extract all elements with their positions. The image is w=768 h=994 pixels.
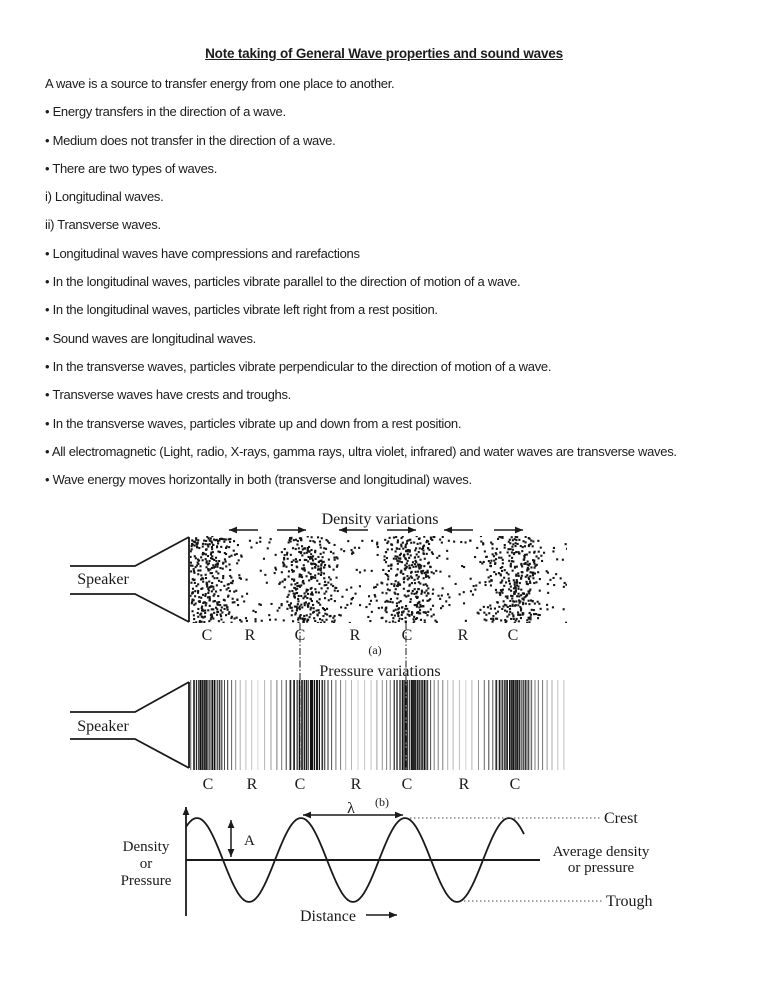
y-axis-line2: or bbox=[140, 856, 153, 872]
density-dots-field bbox=[190, 536, 567, 623]
crest-trough-guides bbox=[410, 817, 602, 902]
y-axis-label: Density or Pressure bbox=[121, 839, 172, 889]
sound-wave-figure: Density variations Speaker C R C R C R C… bbox=[70, 511, 653, 925]
compression-label: C bbox=[510, 776, 521, 793]
notes-body: A wave is a source to transfer energy fr… bbox=[0, 62, 768, 488]
compression-label: C bbox=[295, 776, 306, 793]
note-line: • Longitudinal waves have compressions a… bbox=[45, 245, 360, 261]
sine-wave-curve bbox=[185, 817, 525, 903]
speaker-label: Speaker bbox=[77, 571, 129, 588]
compression-label: C bbox=[402, 776, 413, 793]
note-line: • Energy transfers in the direction of a… bbox=[45, 104, 286, 120]
compression-label: C bbox=[202, 627, 213, 644]
pressure-stripes-field bbox=[190, 680, 565, 770]
graph-arrows bbox=[182, 807, 403, 919]
note-line: • Sound waves are longitudinal waves. bbox=[45, 330, 256, 346]
amplitude-label: A bbox=[244, 833, 255, 849]
note-line: • In the longitudinal waves, particles v… bbox=[45, 302, 438, 318]
average-label-line1: Average density bbox=[553, 844, 650, 860]
note-line: i) Longitudinal waves. bbox=[45, 189, 164, 205]
y-axis-line3: Pressure bbox=[121, 873, 172, 889]
particle-motion-arrows-icon bbox=[229, 526, 523, 534]
note-line: • There are two types of waves. bbox=[45, 160, 218, 176]
compression-label: C bbox=[203, 776, 214, 793]
speaker-horn-icon bbox=[70, 681, 190, 769]
rarefaction-label: R bbox=[350, 627, 361, 644]
note-line: • All electromagnetic (Light, radio, X-r… bbox=[45, 443, 677, 459]
rarefaction-label: R bbox=[351, 776, 362, 793]
rarefaction-label: R bbox=[247, 776, 258, 793]
speaker-label: Speaker bbox=[77, 718, 129, 735]
compression-rarefaction-labels-a: C R C R C R C bbox=[202, 627, 519, 644]
wavelength-lambda-label: λ bbox=[347, 800, 355, 817]
y-axis-line1: Density bbox=[123, 839, 170, 855]
compression-label: C bbox=[402, 627, 413, 644]
note-line: • In the transverse waves, particles vib… bbox=[45, 415, 462, 431]
figure-caption-a: (a) bbox=[368, 643, 381, 657]
crest-label: Crest bbox=[604, 810, 638, 827]
note-line: • In the longitudinal waves, particles v… bbox=[45, 274, 521, 290]
rarefaction-label: R bbox=[458, 627, 469, 644]
compression-rarefaction-labels-b: C R C R C R C bbox=[203, 776, 521, 793]
rarefaction-label: R bbox=[459, 776, 470, 793]
compression-label: C bbox=[508, 627, 519, 644]
average-label-line2: or pressure bbox=[568, 860, 635, 876]
average-density-label: Average density or pressure bbox=[553, 844, 650, 876]
pressure-variations-title: Pressure variations bbox=[319, 663, 440, 680]
note-line: • Transverse waves have crests and troug… bbox=[45, 387, 291, 403]
trough-label: Trough bbox=[606, 893, 653, 910]
note-line: ii) Transverse waves. bbox=[45, 217, 161, 233]
rarefaction-label: R bbox=[245, 627, 256, 644]
page-title: Note taking of General Wave properties a… bbox=[205, 46, 563, 61]
density-variations-title: Density variations bbox=[322, 511, 439, 528]
figure-caption-b: (b) bbox=[375, 795, 389, 809]
note-line: • Wave energy moves horizontally in both… bbox=[45, 472, 472, 488]
note-line: • In the transverse waves, particles vib… bbox=[45, 358, 552, 374]
speaker-horn-icon bbox=[70, 536, 190, 623]
note-line: • Medium does not transfer in the direct… bbox=[45, 132, 336, 148]
x-axis-label: Distance bbox=[300, 908, 356, 925]
note-line: A wave is a source to transfer energy fr… bbox=[45, 76, 395, 91]
